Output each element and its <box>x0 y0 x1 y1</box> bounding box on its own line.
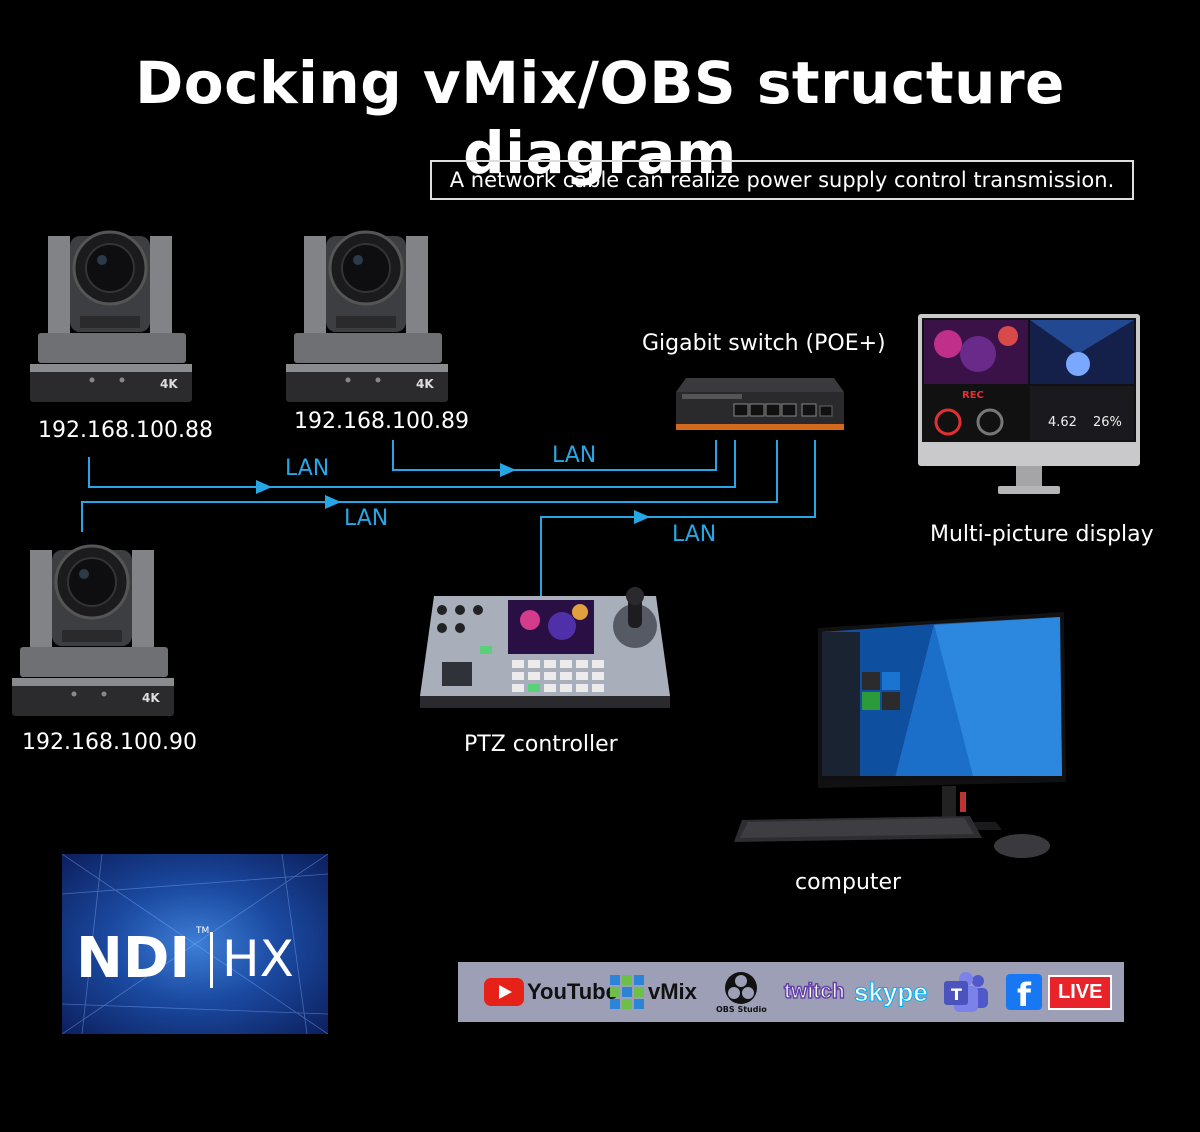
youtube-logo: YouTube <box>484 962 618 1022</box>
obs-logo: OBS Studio <box>716 962 767 1022</box>
lan-line-controller <box>540 440 816 598</box>
svg-text:T: T <box>951 985 962 1004</box>
facebook-logo: f <box>1006 962 1042 1022</box>
page-title: Docking vMix/OBS structure diagram <box>135 49 1065 187</box>
lan-label-cam90: LAN <box>344 506 389 531</box>
ptz-controller <box>420 586 670 712</box>
computer <box>734 612 1068 864</box>
lan-line-cam88 <box>88 440 736 488</box>
ndi-divider <box>210 932 213 988</box>
ptz-camera-2: 4K <box>286 228 450 406</box>
camera-2-badge: 4K <box>416 377 434 391</box>
obs-icon <box>725 971 758 1004</box>
computer-label: computer <box>795 870 902 895</box>
lan-label-cam88: LAN <box>285 456 330 481</box>
teams-icon: T <box>944 972 988 1012</box>
twitch-logo: twitch <box>783 979 845 1004</box>
camera-1-ip: 192.168.100.88 <box>38 418 213 443</box>
lan-label-controller: LAN <box>672 522 717 547</box>
display-label: Multi-picture display <box>930 522 1154 547</box>
lan-line-cam90 <box>81 440 778 532</box>
ndi-hx-logo: NDI TM HX <box>62 854 328 1034</box>
youtube-play-icon <box>484 978 524 1006</box>
svg-text:f: f <box>1017 976 1032 1010</box>
camera-1-badge: 4K <box>160 377 178 391</box>
ptz-camera-3: 4K <box>12 542 176 720</box>
teams-logo: T <box>942 962 990 1022</box>
facebook-icon: f <box>1006 974 1042 1010</box>
camera-3-badge: 4K <box>142 691 160 705</box>
ndi-text: NDI <box>76 926 191 991</box>
lan-label-cam89: LAN <box>552 443 597 468</box>
platform-logo-bar: YouTube vMix OBS Studio twitch skype T f… <box>458 962 1124 1022</box>
vmix-grid-icon <box>610 975 644 1009</box>
arrow-controller <box>634 510 650 524</box>
gigabit-switch <box>676 378 844 434</box>
hx-text: HX <box>222 930 294 988</box>
arrow-cam90 <box>325 495 341 509</box>
camera-2-ip: 192.168.100.89 <box>294 409 469 434</box>
vmix-logo: vMix <box>610 962 697 1022</box>
switch-label: Gigabit switch (POE+) <box>642 331 886 356</box>
arrow-cam88 <box>256 480 272 494</box>
ndi-tm: TM <box>196 926 210 936</box>
skype-logo: skype <box>854 976 929 1007</box>
live-badge: LIVE <box>1048 962 1113 1022</box>
display-stat-1: 4.62 <box>1048 415 1077 430</box>
arrow-cam89 <box>500 463 516 477</box>
subtitle-box: A network cable can realize power supply… <box>430 160 1134 200</box>
lan-line-cam89 <box>392 440 717 471</box>
controller-label: PTZ controller <box>464 732 618 757</box>
multi-picture-display: REC 4.62 26% <box>918 314 1140 500</box>
ptz-camera-1: 4K <box>30 228 194 406</box>
display-stat-2: 26% <box>1093 415 1122 430</box>
camera-3-ip: 192.168.100.90 <box>22 730 197 755</box>
display-rec-label: REC <box>962 390 984 401</box>
